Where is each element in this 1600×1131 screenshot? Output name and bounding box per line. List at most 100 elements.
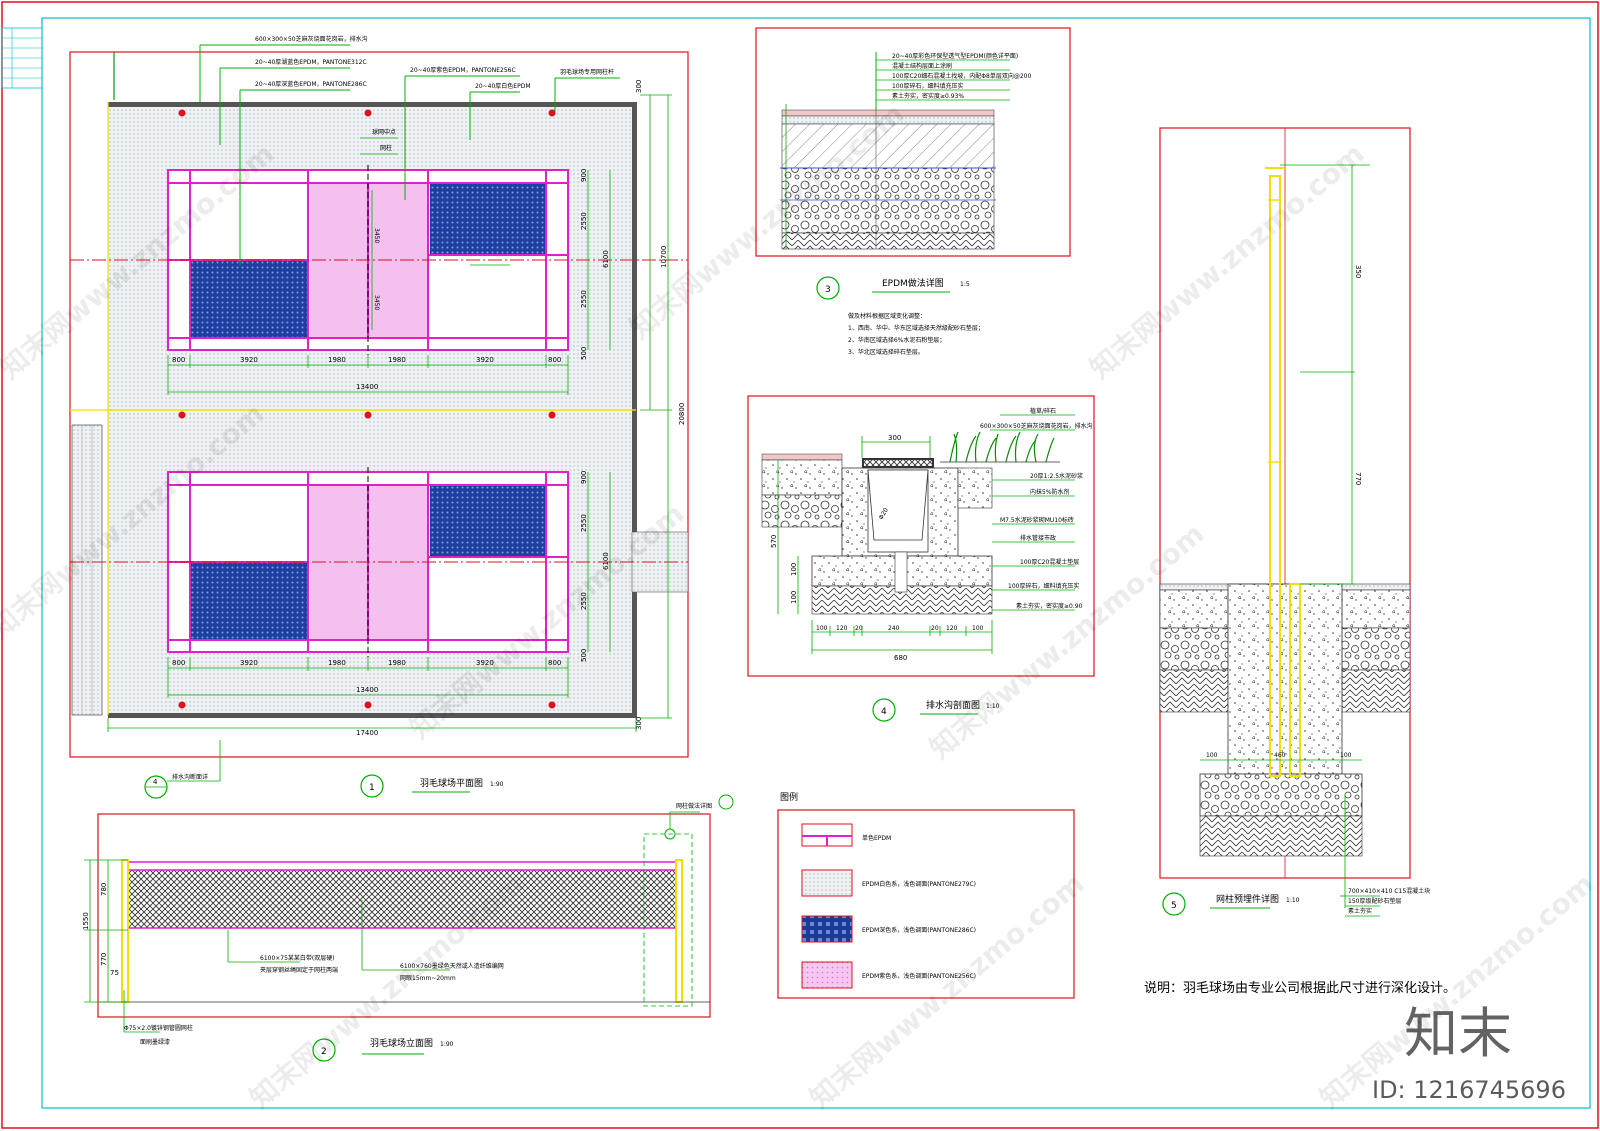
drain-layer-2: 内抹5%防水剂	[1030, 488, 1070, 496]
plan-small-dim-0: 3450	[373, 228, 380, 243]
plan-callout-5: 羽毛球场专用网柱杆	[560, 68, 614, 76]
epdm-layer-2: 100厚C20细石混凝土找坡，内配Φ8单层双向@200	[892, 72, 1031, 80]
elevation-dim-75: 75	[110, 969, 119, 977]
plan-dim-total-inner-1: 13400	[356, 383, 378, 391]
epdm-layer-3: 100厚碎石，细料填充压实	[892, 82, 963, 90]
drain-dim-b-1: 120	[836, 625, 848, 632]
epdm-detail: 20~40厚彩色环保型透气型EPDM(颜色详平面) 混凝土结构层面上涂刷 100…	[755, 27, 1071, 356]
elevation-dim-780: 780	[100, 883, 108, 896]
drain-scale: 1:10	[986, 703, 1000, 710]
elevation-net-label-1b: 夹层穿钢丝绳固定于网柱两端	[260, 966, 338, 974]
plan-dim-x-5: 800	[548, 356, 561, 364]
elevation-dim-1550: 1550	[82, 912, 90, 930]
drain-dim-300: 300	[888, 434, 901, 442]
plan-dim-total-outer: 17400	[356, 729, 378, 737]
drain-layer-7: 素土夯实，密实度≥0.90	[1016, 602, 1083, 610]
brand-logo-text: 知末	[1404, 1002, 1512, 1065]
sheet-inner-frame	[41, 17, 1591, 1109]
elevation-net	[127, 867, 677, 929]
legend-item-2: EPDM深色系，浅色调面(PANTONE286C)	[801, 915, 976, 943]
drain-ref-bubble	[872, 698, 896, 722]
legend-label-2: EPDM深色系，浅色调面(PANTONE286C)	[862, 926, 976, 934]
legend-label-0: 单色EPDM	[862, 834, 891, 842]
elevation-net-label-1: 6100×75某某白带(双层硬)	[260, 954, 335, 962]
drain-top-label: 植草/碎石	[1030, 407, 1056, 415]
drain-section: Φ20 300 570 100 100 100 120 20 240	[747, 395, 1095, 722]
elevation-title: 羽毛球场立面图	[370, 1037, 433, 1049]
legend-item-3: EPDM紫色系，浅色调面(PANTONE256C)	[801, 961, 976, 989]
drain-layer-1: 20厚1:2.5水泥砂浆	[1030, 472, 1083, 480]
elevation-post-label-1: Φ75×2.0镀锌钢管圆网柱	[124, 1024, 193, 1032]
elevation-post-label-2: 面刷墨绿漆	[140, 1038, 170, 1046]
legend-item-1: EPDM白色系，浅色调面(PANTONE279C)	[801, 869, 976, 897]
design-note: 说明：羽毛球场由专业公司根据此尺寸进行深化设计。	[1144, 981, 1456, 996]
epdm-notes-title: 做及材料根据区域变化调整：	[848, 312, 926, 320]
plan-ref-no: 1	[369, 783, 375, 793]
elevation-ref-no: 2	[321, 1047, 327, 1057]
plan-dims-x-row2: 800 3920 1980 1980 3920 800 13400 17400	[172, 659, 561, 737]
post-dim-v-0: 350	[1354, 265, 1362, 278]
plan-drain-ref-label: 排水沟断面详	[172, 773, 208, 781]
epdm-layer-4: 素土夯实，密实度≥0.93%	[892, 92, 964, 100]
drain-layer-4: 排水管接市政	[1020, 534, 1056, 542]
epdm-title: EPDM做法详图	[882, 277, 944, 289]
drain-dim-v-0: 100	[790, 563, 798, 576]
drain-layer-5: 100厚C20混凝土垫层	[1020, 558, 1079, 566]
epdm-scale: 1:5	[960, 281, 970, 288]
plan-dim-y-5: 500	[580, 347, 588, 360]
plan-dim-y-2: 2550	[580, 212, 588, 230]
elevation-net-label-2: 6100×760墨绿色天然或人造纤维编网	[400, 962, 504, 970]
plan-dim-y-10: 2550	[580, 592, 588, 610]
plan-dim-y-4: 2550	[580, 290, 588, 308]
post-dim-v-1: 770	[1354, 472, 1362, 485]
plan-callout-0: 600×300×50芝麻灰烧面花岗岩，排水沟	[255, 35, 368, 43]
drain-dim-b-6: 100	[972, 625, 984, 632]
plan-dim-x-1: 3920	[240, 356, 258, 364]
plan-drain-right	[632, 102, 637, 532]
image-id: ID: 1216745696	[1372, 1076, 1566, 1104]
post-ref-no: 5	[1171, 901, 1177, 911]
plan-callout-2: 20~40厚深蓝色EPDM，PANTONE286C	[255, 80, 367, 88]
drain-title: 排水沟剖面图	[926, 699, 980, 711]
plan-dim-x2-4: 3920	[476, 659, 494, 667]
post-title: 网柱预埋件详图	[1216, 893, 1279, 905]
plan-dim-y-8: 2550	[580, 514, 588, 532]
plan-drain-top	[108, 102, 636, 107]
plan-dim-x2-2: 1980	[328, 659, 346, 667]
drain-ref-no: 4	[881, 707, 887, 717]
legend-label-3: EPDM紫色系，浅色调面(PANTONE256C)	[862, 972, 976, 980]
post-layer-2: 素土夯实	[1348, 907, 1372, 915]
plan-dim-y-3: 6100	[602, 250, 610, 268]
plan-dim-y-6: 10700	[660, 246, 668, 268]
court-elevation: 1550 780 770 75 网柱做法详图 6100×75某某白带(双层硬) …	[82, 794, 734, 1062]
plan-callout-1: 20~40厚湖蓝色EPDM，PANTONE312C	[255, 58, 367, 66]
plan-drain-right-2	[632, 592, 637, 718]
plan-dim-x2-3: 1980	[388, 659, 406, 667]
post-ref-bubble	[1162, 892, 1186, 916]
plan-inner-label-0: 球网中点	[372, 128, 396, 136]
plan-dim-y-12: 300	[635, 717, 643, 730]
plan-dim-y-9: 6100	[602, 552, 610, 570]
plan-dim-x2-5: 800	[548, 659, 561, 667]
plan-dim-x-3: 1980	[388, 356, 406, 364]
legend-title: 图例	[780, 791, 798, 803]
post-dim-b-2: 100	[1340, 752, 1352, 759]
plan-dim-total-inner-2: 13400	[356, 686, 378, 694]
plan-small-dim-1: 3450	[373, 295, 380, 310]
elevation-ref-bubble	[312, 1038, 336, 1062]
plan-dim-y-7: 900	[580, 471, 588, 484]
plan-title: 羽毛球场平面图	[420, 777, 483, 789]
epdm-note-1: 2、华南区域选择6%水泥石粉垫层；	[848, 336, 945, 344]
epdm-note-0: 1、西南、华中、华东区域选择天然级配砂石垫层；	[848, 324, 984, 332]
plan-dim-x2-0: 800	[172, 659, 185, 667]
plan-dims-x-row1: 800 3920 1980 1980 3920 800 13400	[172, 356, 561, 391]
drain-dim-total: 680	[894, 654, 907, 662]
plan-dim-x-2: 1980	[328, 356, 346, 364]
epdm-ref-bubble	[816, 276, 840, 300]
epdm-layer-0: 20~40厚彩色环保型透气型EPDM(颜色详平面)	[892, 52, 1018, 60]
plan-posts	[178, 109, 556, 709]
epdm-ref-no: 3	[825, 285, 831, 295]
plan-dim-x-0: 800	[172, 356, 185, 364]
drain-dim-b-3: 240	[888, 625, 900, 632]
post-dim-b-0: 100	[1206, 752, 1218, 759]
